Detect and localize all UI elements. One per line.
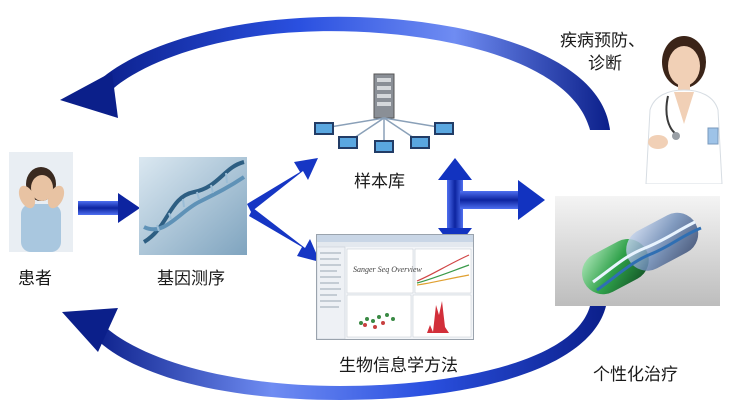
patient-to-sequencing-arrow bbox=[78, 193, 140, 223]
sequencing-to-sample-arrow bbox=[247, 158, 318, 212]
sample-bank-label: 样本库 bbox=[354, 167, 405, 192]
sequencing-label: 基因测序 bbox=[157, 264, 225, 289]
patient-image bbox=[9, 152, 73, 252]
bioinformatics-software-image: Sanger Seq Overview bbox=[316, 234, 474, 340]
prevention-label-line1: 疾病预防、 bbox=[560, 26, 645, 51]
prevention-label-line2: 诊断 bbox=[588, 49, 622, 74]
software-tab-text: Sanger Seq Overview bbox=[353, 265, 422, 274]
sample-bank-image bbox=[310, 70, 456, 156]
bioinformatics-label: 生物信息学方法 bbox=[339, 351, 458, 376]
top-cycle-arrowhead bbox=[60, 72, 118, 118]
personalized-label: 个性化治疗 bbox=[593, 360, 678, 385]
patient-label: 患者 bbox=[18, 264, 52, 289]
personalized-therapy-image bbox=[555, 196, 720, 306]
sequencing-to-bioinfo-arrow bbox=[249, 208, 320, 262]
dna-sequencing-image bbox=[139, 157, 247, 255]
